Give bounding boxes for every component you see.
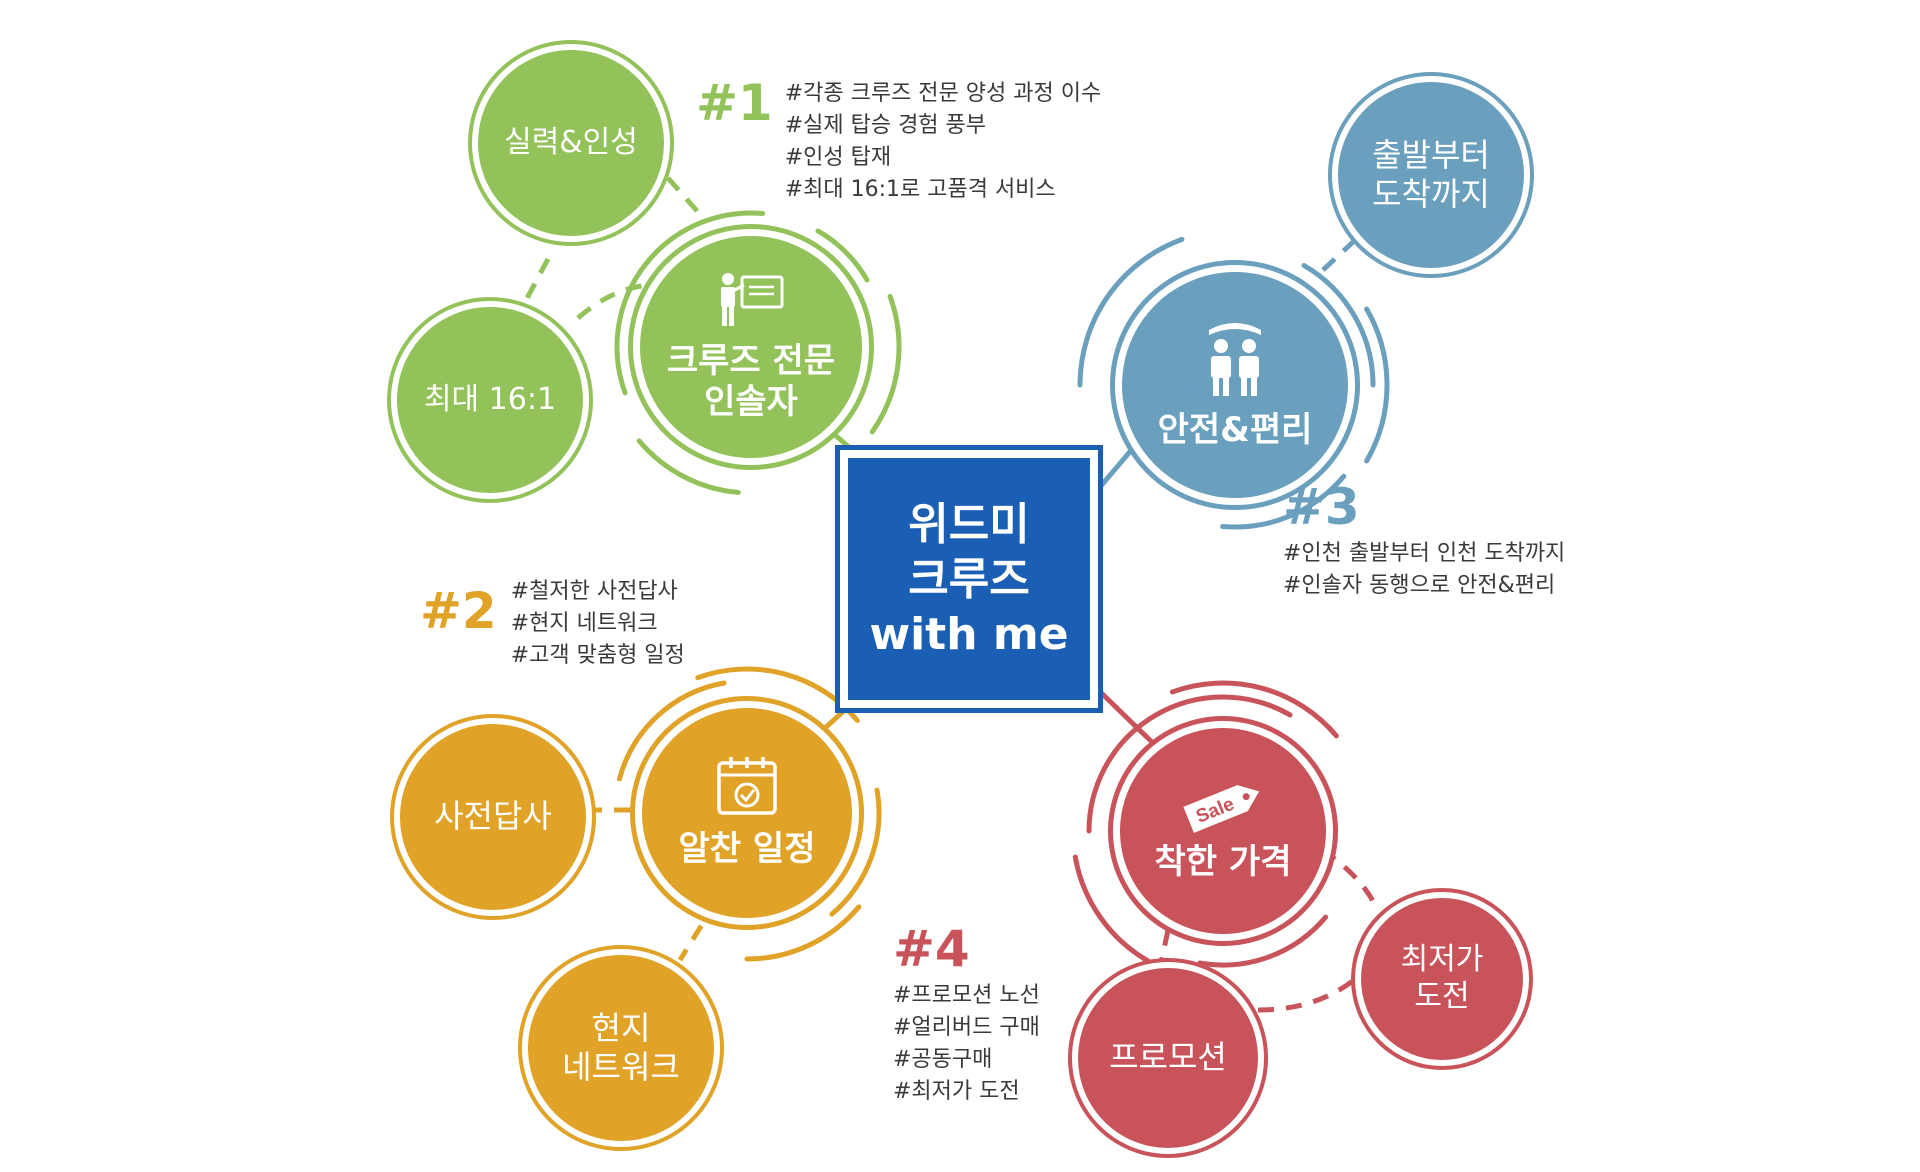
note-4-lines: #프로모션 노선 #얼리버드 구매 #공동구매 #최저가 도전 [893,980,1040,1108]
decorative-arc [614,210,766,396]
decorative-arc [1169,680,1339,739]
note-line: #인천 출발부터 인천 도착까지 [1283,541,1566,566]
safety-title: 안전&편리 [1157,410,1313,451]
center-title-box: 위드미 크루즈 with me [835,445,1103,713]
note-line: #철저한 사전답사 [510,579,678,604]
decorative-arc [1364,306,1390,464]
dashed-connector [677,900,719,962]
promotion-circle: 프로모션 [1078,968,1258,1148]
schedule-title: 알찬 일정 [678,829,816,870]
note-1-lines: #각종 크루즈 전문 양성 과정 이수 #실제 탑승 경험 풍부 #인성 탑재 #최대… [785,78,1102,206]
dashed-connector [1320,847,1378,907]
sale-tag-icon: Sale [1178,778,1268,834]
promotion-label: 프로모션 [1109,1038,1227,1077]
note-line: #실제 탑승 경험 풍부 [784,113,987,138]
decorative-arc [1077,236,1185,388]
calendar-check-icon [715,755,779,821]
protected-people-icon [1199,318,1271,402]
presenter-icon [716,271,786,333]
decorative-arc [1220,473,1347,530]
note-line: #인솔자 동행으로 안전&편리 [1283,573,1556,598]
dashed-connector [666,176,707,222]
schedule-main-circle: 알찬 일정 [642,708,852,918]
departure-label: 출발부터 도착까지 [1372,135,1490,213]
note-2: #2 #철저한 사전답사 #현지 네트워크 #고객 맞춤형 일정 [420,576,685,672]
ratio-label: 최대 16:1 [423,381,557,417]
skill-circle: 실력&인성 [478,50,664,236]
dashed-connector [1321,226,1370,272]
ratio-circle: 최대 16:1 [397,307,583,493]
price-title: 착한 가격 [1154,842,1292,883]
note-3-number: #3 [1283,478,1360,536]
decorative-arc [869,293,902,435]
decorative-arc [1072,854,1151,964]
decorative-arc [1301,262,1376,388]
decorative-arc [815,228,870,283]
note-line: #공동구매 [893,1047,993,1072]
connector-line [1088,680,1157,747]
note-2-lines: #철저한 사전답사 #현지 네트워크 #고객 맞춤형 일정 [511,576,685,672]
note-1: #1 #각종 크루즈 전문 양성 과정 이수#실제 탑승 경험 풍부#인성 탑재… [696,78,1101,206]
decorative-arc [829,787,882,917]
decorative-arc [636,438,741,495]
lowest-price-label: 최저가 도전 [1400,942,1484,1014]
note-line: #각종 크루즈 전문 양성 과정 이수 [784,81,1102,106]
survey-label: 사전답사 [434,797,552,836]
note-1-number: #1 [696,74,773,132]
note-line: #얼리버드 구매 [893,1015,1040,1040]
network-circle: 현지 네트워크 [528,955,714,1141]
lowest-price-circle: 최저가 도전 [1361,898,1523,1060]
skill-label: 실력&인성 [504,124,638,160]
decorative-arc [616,680,727,782]
dashed-connector [576,282,651,320]
note-line: #최대 16:1로 고품격 서비스 [784,177,1056,202]
note-line: #고객 맞춤형 일정 [510,643,685,668]
note-line: #최저가 도전 [893,1079,1020,1104]
survey-circle: 사전답사 [400,724,586,910]
guide-main-circle: 크루즈 전문 인솔자 [640,236,862,458]
network-label: 현지 네트워크 [562,1008,680,1086]
guide-title: 크루즈 전문 인솔자 [666,340,836,422]
note-4-number: #4 [893,920,970,978]
note-2-number: #2 [420,582,497,640]
price-main-circle: Sale 착한 가격 [1120,728,1326,934]
dashed-connector [1157,929,1171,969]
note-3-lines: #인천 출발부터 인천 도착까지 #인솔자 동행으로 안전&편리 [1283,538,1565,602]
note-line: #현지 네트워크 [510,611,658,636]
decorative-arc [1086,694,1293,834]
safety-main-circle: 안전&편리 [1122,272,1348,498]
center-title: 위드미 크루즈 with me [869,498,1069,660]
dashed-connector [1257,973,1362,1013]
dashed-connector [522,257,551,304]
note-4: #4 #프로모션 노선#얼리버드 구매#공동구매#최저가 도전 [893,924,1040,1108]
note-3: #3 #인천 출발부터 인천 도착까지#인솔자 동행으로 안전&편리 [1283,482,1565,602]
decorative-arc [744,904,862,962]
note-line: #인성 탑재 [784,145,892,170]
note-line: #프로모션 노선 [893,983,1040,1008]
departure-circle: 출발부터 도착까지 [1338,82,1524,268]
decorative-arc [1197,914,1329,968]
